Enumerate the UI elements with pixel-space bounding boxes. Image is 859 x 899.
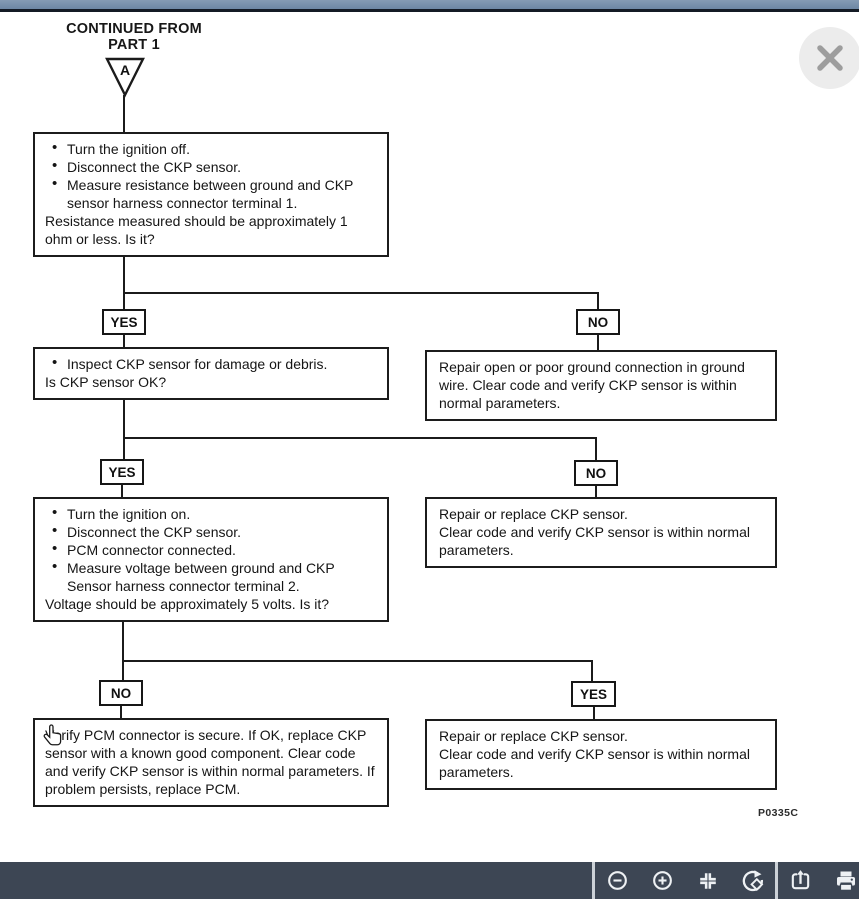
print-button[interactable] bbox=[823, 862, 859, 899]
continued-from-line1: CONTINUED FROM bbox=[66, 21, 202, 37]
bottom-toolbar bbox=[0, 862, 859, 899]
print-icon bbox=[836, 871, 855, 891]
bullet-item: Inspect CKP sensor for damage or debris. bbox=[45, 354, 379, 373]
connector-line bbox=[123, 292, 599, 294]
step2-question: Voltage should be approximately 5 volts.… bbox=[45, 596, 330, 612]
fit-to-screen-icon bbox=[699, 872, 716, 889]
bullet-item: Turn the ignition off. bbox=[45, 139, 379, 158]
connector-line bbox=[122, 660, 593, 662]
bullet-item: Turn the ignition on. bbox=[45, 504, 379, 523]
zoom-in-icon bbox=[653, 871, 672, 890]
replace-ckp2-line2: Clear code and verify CKP sensor is with… bbox=[439, 746, 750, 780]
connector-line bbox=[123, 334, 125, 348]
top-bar-edge bbox=[0, 9, 859, 12]
connector-line bbox=[593, 706, 595, 720]
top-bar bbox=[0, 0, 859, 9]
bullet-item: Measure resistance between ground and CK… bbox=[45, 175, 379, 212]
branch1-no-label: NO bbox=[576, 309, 620, 335]
branch1-yes-label: YES bbox=[102, 309, 146, 335]
flow-box-step1: Turn the ignition off. Disconnect the CK… bbox=[33, 132, 389, 257]
toolbar-divider bbox=[775, 862, 778, 899]
verify-pcm-text: Verify PCM connector is secure. If OK, r… bbox=[45, 727, 375, 797]
connector-line bbox=[123, 95, 125, 133]
zoom-in-button[interactable] bbox=[640, 862, 685, 899]
replace-ckp2-line1: Repair or replace CKP sensor. bbox=[439, 728, 628, 744]
connector-line bbox=[122, 615, 124, 681]
branch3-no-label: NO bbox=[99, 680, 143, 706]
figure-code: P0335C bbox=[758, 807, 799, 819]
flow-box-replace-ckp-1: Repair or replace CKP sensor. Clear code… bbox=[425, 497, 777, 568]
inspect-question: Is CKP sensor OK? bbox=[45, 374, 167, 390]
connector-line bbox=[595, 437, 597, 461]
connector-line bbox=[123, 252, 125, 310]
toolbar-divider bbox=[592, 862, 595, 899]
rotate-button[interactable] bbox=[730, 862, 775, 899]
connector-line bbox=[123, 393, 125, 460]
replace-ckp-line2: Clear code and verify CKP sensor is with… bbox=[439, 524, 750, 558]
connector-line bbox=[595, 485, 597, 498]
open-in-viewer-icon bbox=[791, 870, 810, 890]
step1-question: Resistance measured should be approximat… bbox=[45, 213, 348, 247]
bullet-item: Disconnect the CKP sensor. bbox=[45, 157, 379, 176]
branch2-yes-label: YES bbox=[100, 459, 144, 485]
flow-box-replace-ckp-2: Repair or replace CKP sensor. Clear code… bbox=[425, 719, 777, 790]
connector-line bbox=[120, 705, 122, 719]
flow-box-inspect-ckp: Inspect CKP sensor for damage or debris.… bbox=[33, 347, 389, 400]
flow-box-step2: Turn the ignition on. Disconnect the CKP… bbox=[33, 497, 389, 622]
branch3-yes-label: YES bbox=[571, 681, 616, 707]
open-in-viewer-button[interactable] bbox=[778, 862, 823, 899]
connector-line bbox=[123, 437, 597, 439]
bullet-item: Measure voltage between ground and CKP S… bbox=[45, 558, 379, 595]
continued-from-line2: PART 1 bbox=[108, 37, 160, 53]
flow-box-verify-pcm: Verify PCM connector is secure. If OK, r… bbox=[33, 718, 389, 807]
fit-to-screen-button[interactable] bbox=[685, 862, 730, 899]
close-button[interactable] bbox=[799, 27, 859, 89]
step2-bullets: Turn the ignition on. Disconnect the CKP… bbox=[45, 504, 379, 595]
connector-line bbox=[597, 334, 599, 351]
replace-ckp-line1: Repair or replace CKP sensor. bbox=[439, 506, 628, 522]
rotate-icon bbox=[742, 869, 763, 891]
branch2-no-label: NO bbox=[574, 460, 618, 486]
repair-ground-text: Repair open or poor ground connection in… bbox=[439, 359, 745, 411]
connector-line bbox=[597, 292, 599, 310]
connector-line bbox=[121, 484, 123, 498]
zoom-out-icon bbox=[608, 871, 627, 890]
bullet-item: PCM connector connected. bbox=[45, 540, 379, 559]
flow-box-repair-ground: Repair open or poor ground connection in… bbox=[425, 350, 777, 421]
bullet-item: Disconnect the CKP sensor. bbox=[45, 522, 379, 541]
connector-a-triangle: A bbox=[105, 57, 145, 98]
connector-line bbox=[591, 660, 593, 682]
step1-bullets: Turn the ignition off. Disconnect the CK… bbox=[45, 139, 379, 212]
close-icon bbox=[817, 45, 843, 71]
connector-a-label: A bbox=[120, 62, 130, 78]
zoom-out-button[interactable] bbox=[595, 862, 640, 899]
continued-from-label: CONTINUED FROM PART 1 bbox=[34, 21, 234, 53]
